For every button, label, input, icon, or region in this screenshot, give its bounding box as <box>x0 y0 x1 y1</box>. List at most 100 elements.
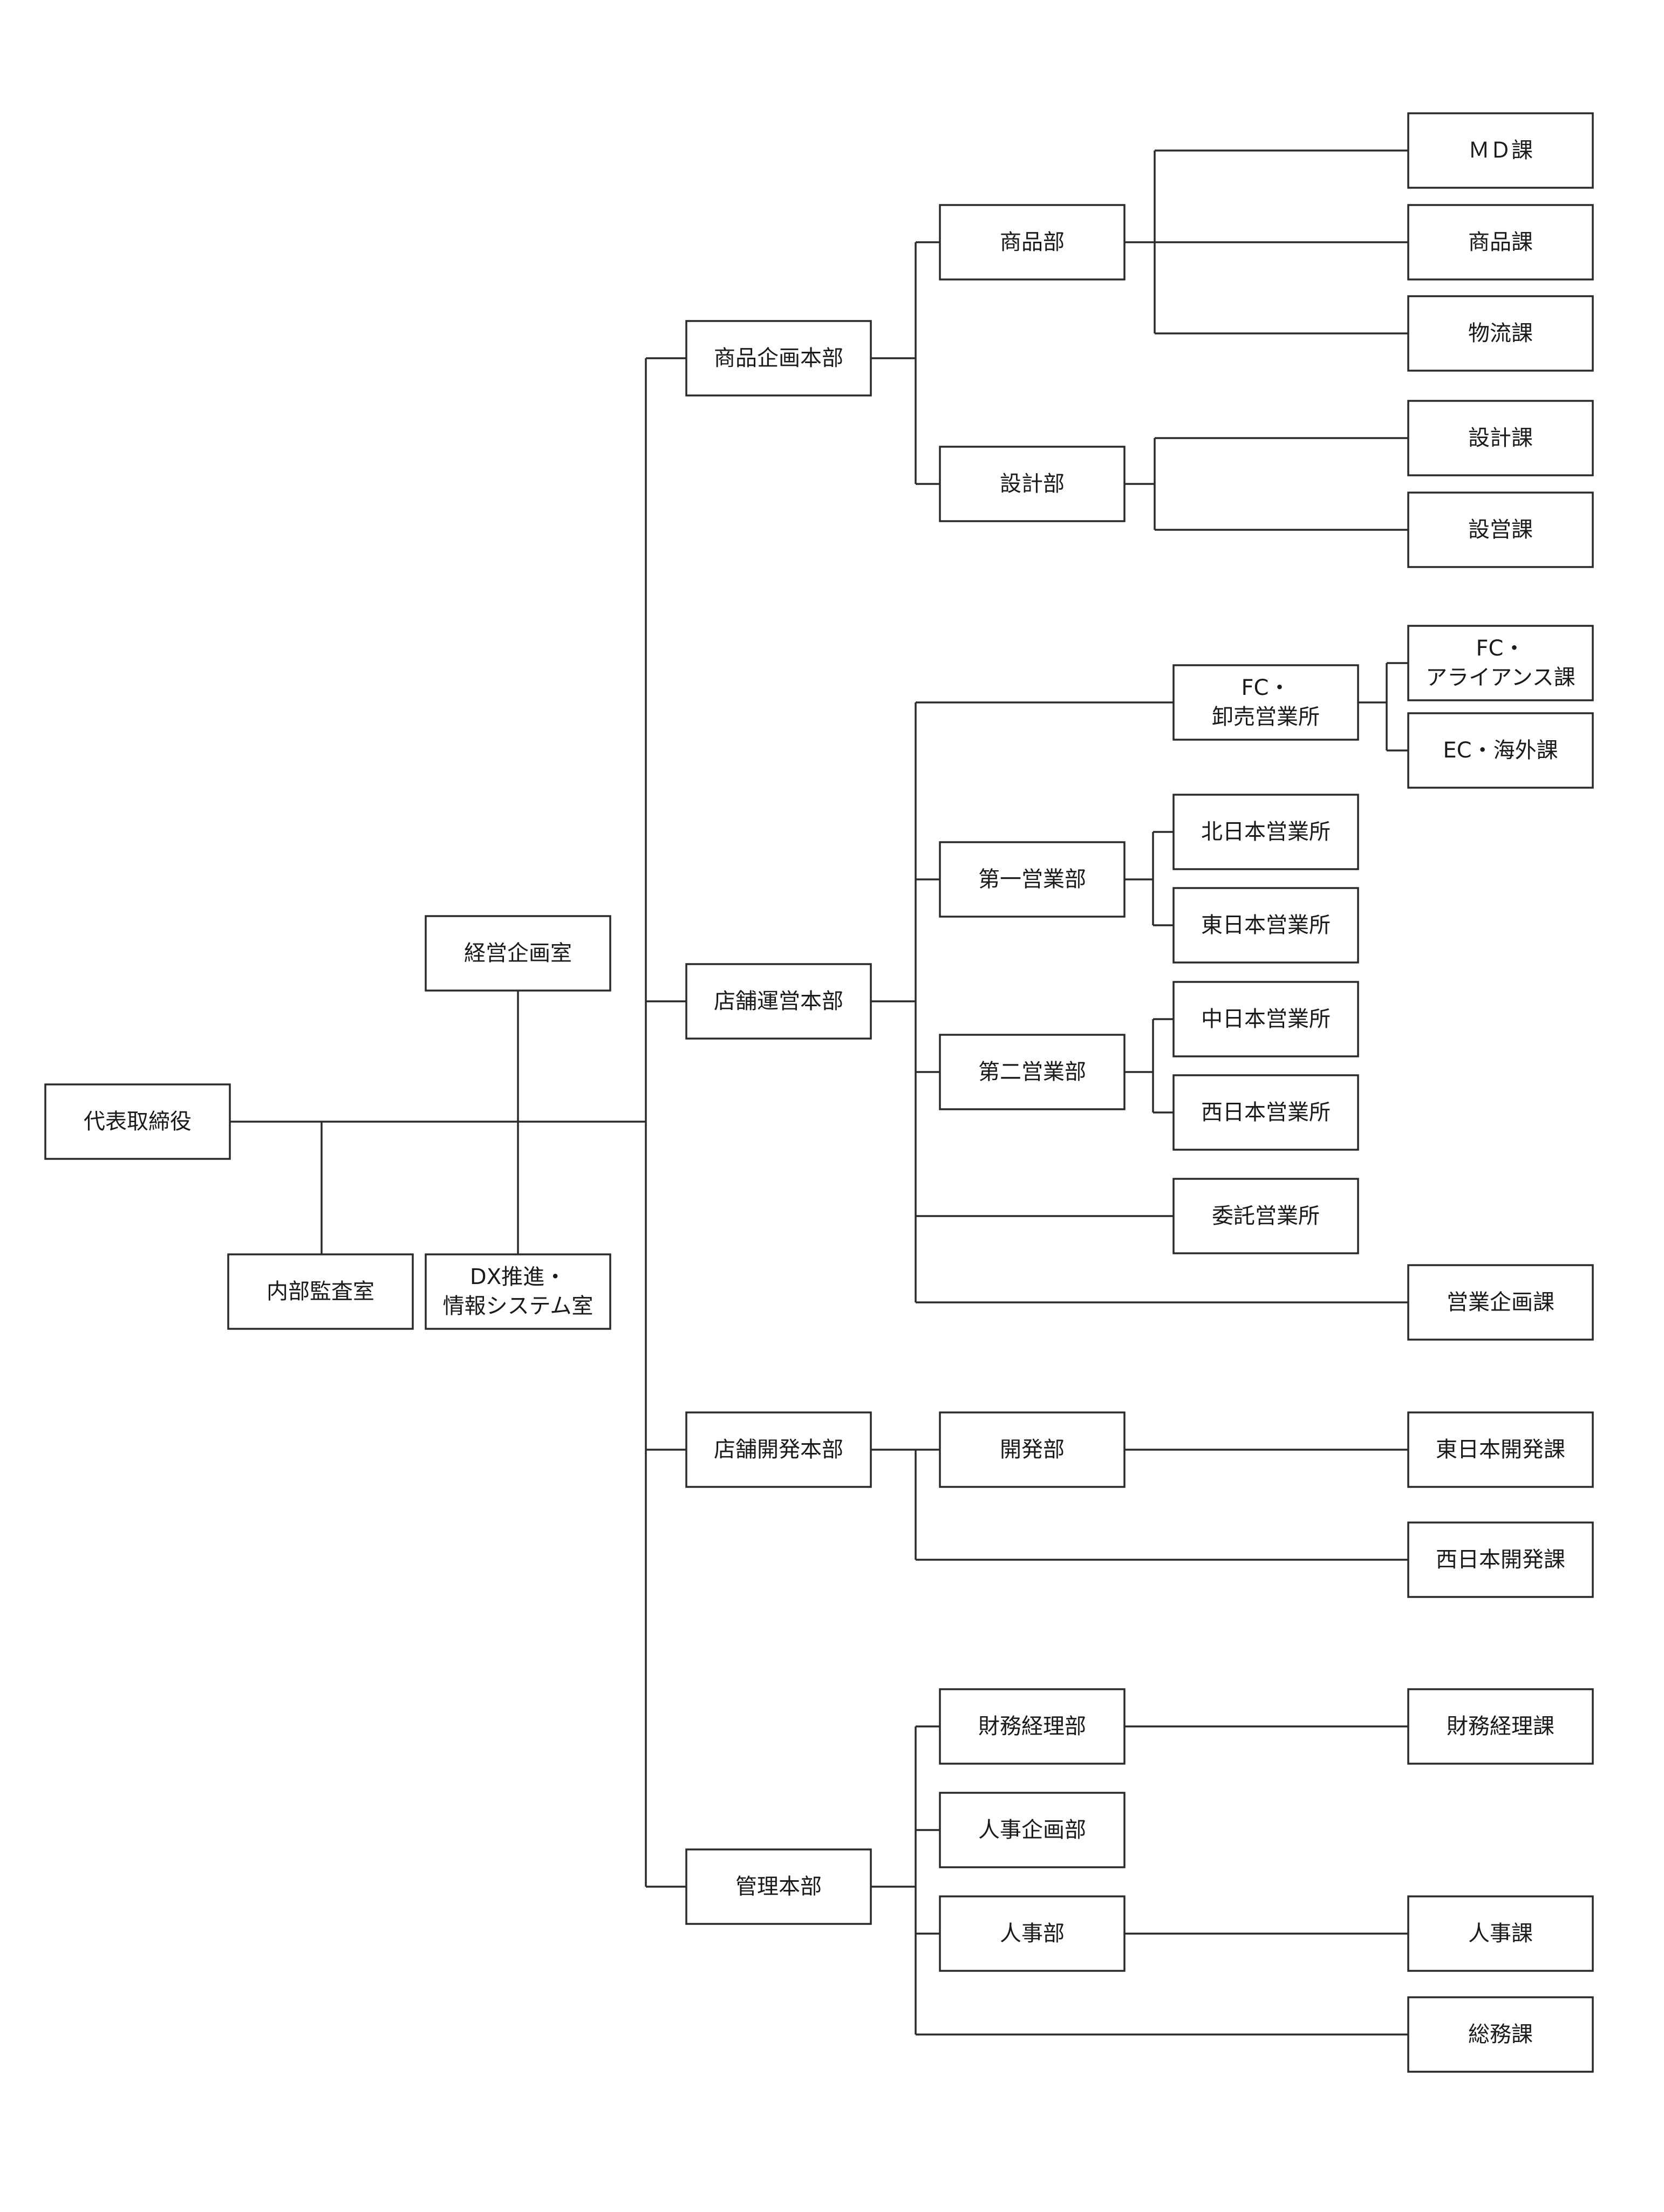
org-unit-box <box>939 1688 1126 1765</box>
org-unit-kaihatsu-bu: 開発部 <box>939 1411 1126 1488</box>
org-unit-box <box>227 1253 414 1330</box>
org-unit-box <box>1172 1178 1359 1254</box>
org-unit-naibu: 内部監査室 <box>227 1253 414 1330</box>
org-unit-eigyo-kikaku: 営業企画課 <box>1407 1264 1594 1341</box>
org-unit-label: 内部監査室 <box>267 1279 374 1304</box>
org-unit-label: 物流課 <box>1468 321 1533 346</box>
org-unit-jinji-kikaku: 人事企画部 <box>939 1792 1126 1868</box>
org-unit-box <box>1407 1411 1594 1488</box>
org-unit-label: 東日本開発課 <box>1436 1437 1565 1462</box>
org-unit-box <box>1172 981 1359 1057</box>
org-unit-label: 人事企画部 <box>978 1818 1086 1842</box>
org-unit-box <box>1407 1688 1594 1765</box>
org-unit-box <box>1407 1264 1594 1341</box>
org-unit-fc-oroshi: FC・卸売営業所 <box>1172 664 1359 741</box>
org-unit-box <box>1407 204 1594 281</box>
org-unit-box <box>425 1253 611 1330</box>
org-unit-seiei-ka: 設営課 <box>1407 491 1594 568</box>
org-unit-daini: 第二営業部 <box>939 1034 1126 1110</box>
org-unit-label: 店舗開発本部 <box>714 1437 843 1462</box>
org-unit-box <box>1172 1074 1359 1151</box>
org-unit-label: 北日本営業所 <box>1201 820 1331 844</box>
org-unit-label: 総務課 <box>1468 2022 1533 2047</box>
org-unit-label: 設計部 <box>1000 472 1065 496</box>
org-unit-label: FC・ <box>1476 636 1525 661</box>
org-unit-label: 第一営業部 <box>978 867 1086 892</box>
org-unit-box <box>939 446 1126 522</box>
org-unit-label: 人事部 <box>1000 1921 1065 1946</box>
org-unit-box <box>939 841 1126 918</box>
org-unit-box <box>685 1848 872 1925</box>
org-unit-label: 財務経理部 <box>978 1714 1086 1739</box>
org-unit-tenpo-unei: 店舗運営本部 <box>685 963 872 1040</box>
org-unit-shohin-kikaku: 商品企画本部 <box>685 320 872 397</box>
org-unit-label: 委託営業所 <box>1212 1204 1320 1228</box>
org-unit-label: 商品部 <box>1000 230 1065 255</box>
org-unit-box <box>1407 112 1594 189</box>
org-unit-label: 卸売営業所 <box>1212 705 1320 729</box>
org-unit-box <box>1172 887 1359 964</box>
org-unit-shohin-bu: 商品部 <box>939 204 1126 281</box>
org-unit-higashi-kaihatsu: 東日本開発課 <box>1407 1411 1594 1488</box>
org-unit-label: 東日本営業所 <box>1201 913 1331 938</box>
org-unit-label: 管理本部 <box>735 1874 822 1899</box>
org-unit-box <box>939 1411 1126 1488</box>
org-unit-itaku: 委託営業所 <box>1172 1178 1359 1254</box>
org-unit-box <box>939 1034 1126 1110</box>
org-unit-ceo: 代表取締役 <box>44 1083 231 1160</box>
org-unit-box <box>685 1411 872 1488</box>
org-unit-higashi-nihon: 東日本営業所 <box>1172 887 1359 964</box>
org-unit-box <box>1407 1521 1594 1598</box>
org-unit-box <box>685 963 872 1040</box>
org-unit-label: FC・ <box>1242 675 1291 700</box>
org-unit-box <box>685 320 872 397</box>
org-unit-label: 財務経理課 <box>1447 1714 1554 1739</box>
org-unit-fc-alliance: FC・アライアンス課 <box>1407 625 1594 701</box>
org-unit-label: 設計課 <box>1468 426 1533 450</box>
org-unit-zaimu-ka: 財務経理課 <box>1407 1688 1594 1765</box>
org-unit-tenpo-kaihatsu: 店舗開発本部 <box>685 1411 872 1488</box>
org-unit-box <box>44 1083 231 1160</box>
org-unit-label: 商品企画本部 <box>714 346 843 371</box>
org-unit-box <box>425 915 611 992</box>
org-unit-somu-ka: 総務課 <box>1407 1996 1594 2073</box>
org-unit-box <box>939 1792 1126 1868</box>
org-unit-sekkei-bu: 設計部 <box>939 446 1126 522</box>
org-unit-jinji-bu: 人事部 <box>939 1895 1126 1972</box>
org-unit-box <box>1407 1895 1594 1972</box>
org-unit-label: 情報システム室 <box>443 1294 594 1319</box>
org-unit-box <box>939 204 1126 281</box>
org-unit-kanri: 管理本部 <box>685 1848 872 1925</box>
org-unit-label: 設営課 <box>1468 517 1533 542</box>
org-unit-box <box>1407 400 1594 476</box>
org-unit-label: 商品課 <box>1468 230 1533 255</box>
org-unit-label: DX推進・ <box>470 1265 566 1289</box>
org-unit-label: 人事課 <box>1468 1921 1533 1946</box>
org-unit-box <box>1172 794 1359 870</box>
org-unit-label: 経営企画室 <box>464 941 572 966</box>
org-unit-label: 開発部 <box>1000 1437 1065 1462</box>
org-unit-nishi-nihon: 西日本営業所 <box>1172 1074 1359 1151</box>
org-unit-shohin-ka: 商品課 <box>1407 204 1594 281</box>
org-unit-box <box>1407 625 1594 701</box>
org-unit-ec-kaigai: EC・海外課 <box>1407 712 1594 789</box>
org-unit-label: アライアンス課 <box>1426 665 1576 690</box>
org-unit-label: ＭＤ課 <box>1468 138 1533 163</box>
org-unit-kita-nihon: 北日本営業所 <box>1172 794 1359 870</box>
org-unit-label: EC・海外課 <box>1443 738 1558 763</box>
org-unit-daiichi: 第一営業部 <box>939 841 1126 918</box>
connector-lines <box>230 149 1408 2036</box>
org-unit-sekkei-ka: 設計課 <box>1407 400 1594 476</box>
org-unit-label: 営業企画課 <box>1447 1290 1554 1315</box>
org-unit-jinji-ka: 人事課 <box>1407 1895 1594 1972</box>
org-unit-label: 西日本営業所 <box>1201 1100 1331 1125</box>
org-unit-label: 代表取締役 <box>84 1109 192 1134</box>
org-unit-md-ka: ＭＤ課 <box>1407 112 1594 189</box>
org-unit-label: 中日本営業所 <box>1201 1007 1331 1032</box>
org-unit-zaimu-bu: 財務経理部 <box>939 1688 1126 1765</box>
org-unit-box <box>1407 1996 1594 2073</box>
org-unit-label: 店舗運営本部 <box>714 989 843 1014</box>
org-unit-butsuryu-ka: 物流課 <box>1407 295 1594 372</box>
